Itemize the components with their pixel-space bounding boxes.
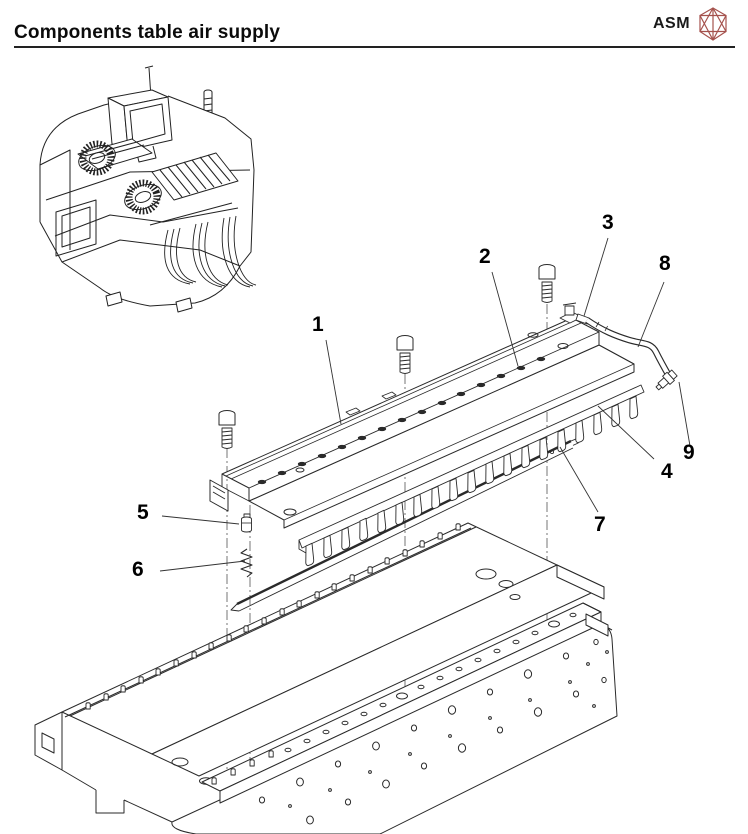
comb-strip-part: [298, 384, 645, 567]
screw-right: [538, 264, 556, 303]
air-hose-part: [585, 317, 672, 378]
spring-part: [240, 548, 253, 578]
exploded-diagram: [34, 237, 691, 834]
screw-left: [218, 410, 236, 449]
base-plate-part: [34, 522, 618, 834]
air-fitting-part: [559, 302, 590, 325]
callout-4: 4: [661, 460, 673, 483]
valve-insert-part: [241, 513, 252, 533]
callout-9: 9: [683, 441, 695, 464]
callout-5: 5: [137, 501, 149, 524]
pressure-rod-part: [230, 438, 579, 612]
callout-8: 8: [659, 252, 671, 275]
brand-block: ASM: [653, 6, 743, 42]
hose-connector-part: [655, 369, 678, 391]
front-rail: [201, 602, 613, 804]
screw-fasteners: [218, 264, 556, 449]
callout-6: 6: [132, 558, 144, 581]
callout-leaders: [159, 237, 691, 572]
page-title: Components table air supply: [14, 22, 281, 43]
rail-hole-row: [257, 356, 546, 485]
asm-hexagon-logo-icon: [699, 7, 727, 41]
callout-7: 7: [594, 513, 606, 536]
brand-name: ASM: [653, 15, 691, 32]
title-divider: [14, 46, 735, 48]
front-face-holes: [258, 638, 609, 825]
callout-3: 3: [602, 211, 614, 234]
screw-middle: [396, 335, 414, 374]
callout-1: 1: [312, 313, 324, 336]
air-rail-part: [209, 317, 635, 529]
machine-overview-drawing: [39, 65, 257, 313]
callout-2: 2: [479, 245, 491, 268]
